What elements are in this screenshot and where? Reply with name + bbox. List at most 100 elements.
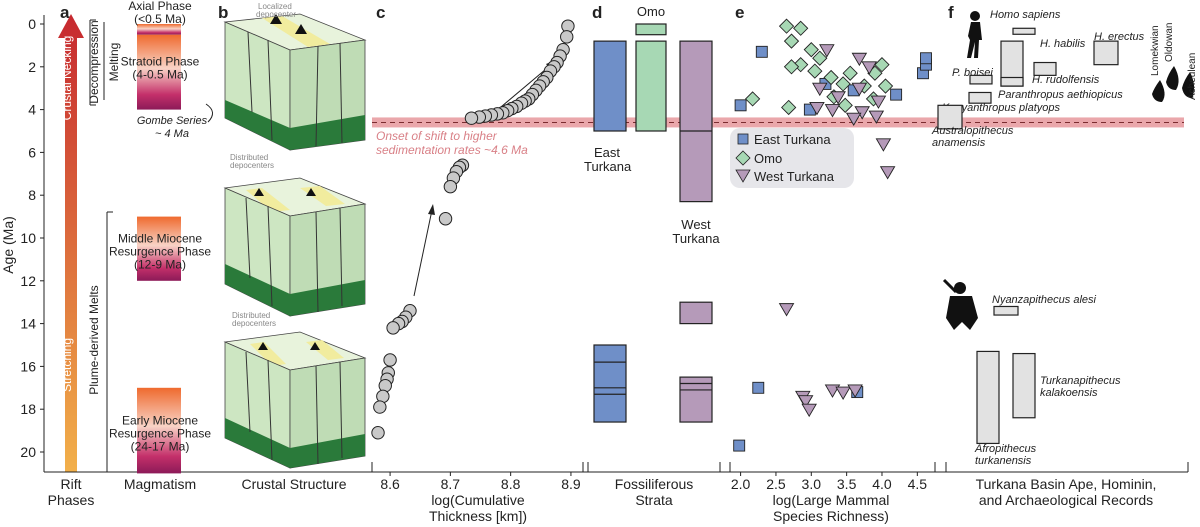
magma-phase-label: Axial Phase [128, 0, 192, 13]
legend-west-label: West Turkana [754, 169, 835, 184]
c-x-tick-label: 8.7 [441, 476, 461, 492]
y-tick-label: 10 [20, 230, 36, 246]
omo-label: Omo [637, 4, 665, 19]
c-x-tick-label: 8.9 [561, 476, 581, 492]
west-turkana-point [819, 44, 835, 58]
thickness-point [386, 321, 400, 335]
taxon-label: Australopithecus [931, 125, 1014, 137]
magma-phase-label: (12-9 Ma) [134, 258, 186, 272]
thickness-point [438, 212, 453, 226]
y-tick-label: 6 [28, 144, 36, 160]
west-turkana-point [824, 384, 841, 398]
taxon-label: Turkanapithecus [1040, 375, 1121, 387]
thickness-point [560, 30, 574, 44]
omo-point [877, 78, 894, 94]
omo-point [812, 50, 828, 66]
magma-phase-label: (<0.5 Ma) [134, 12, 186, 26]
west-turkana-point [824, 104, 841, 118]
west-turkana-point [778, 303, 795, 317]
crustal-block-bottom [223, 331, 367, 469]
omo-point [823, 69, 839, 86]
magmatism-column: Axial Phase(<0.5 Ma)Stratoid Phase(4-0.5… [87, 0, 213, 492]
e-x-tick-label: 2.0 [731, 476, 751, 492]
panel-c-xlabel-1: log(Cumulative [431, 492, 525, 508]
west-turkana-point [845, 112, 862, 127]
taxon-range-box [937, 104, 963, 130]
west-turkana-label-2: Turkana [672, 231, 720, 246]
west-turkana-point [830, 91, 846, 105]
y-axis-label: Age (Ma) [0, 216, 16, 274]
strata-bar-east [593, 344, 627, 423]
legend-west-swatch [735, 169, 751, 183]
crustal-block-top [223, 13, 367, 151]
omo-point [835, 76, 851, 92]
panel-f-xlabel-1: Turkana Basin Ape, Hominin, [976, 476, 1157, 492]
taxon-range-box [1093, 40, 1119, 66]
omo-point [874, 57, 890, 73]
strata-bar-west [679, 376, 713, 423]
omo-point [807, 63, 823, 79]
e-x-tick-label: 4.5 [908, 476, 928, 492]
onset-band-group: Onset of shift to higher sedimentation r… [372, 117, 1184, 157]
magma-phase-bar [137, 216, 181, 281]
taxon-label: Paranthropus aethiopicus [998, 89, 1123, 101]
e-x-tick-label: 3.5 [837, 476, 857, 492]
magma-labels: Axial Phase(<0.5 Ma)Stratoid Phase(4-0.5… [109, 0, 211, 454]
panel-d-xlabel-1: Fossiliferous [615, 476, 694, 492]
west-turkana-point [809, 102, 825, 116]
necking-label: Crustal Necking [60, 36, 74, 121]
west-turkana-point [851, 52, 868, 67]
east-turkana-point [734, 99, 747, 112]
magma-phase-label: (24-17 Ma) [131, 440, 190, 454]
stretching-label: Stretching [60, 338, 74, 392]
panel-d-letter: d [592, 3, 602, 22]
taxon-label: H. erectus [1094, 31, 1145, 43]
panel-e-xlabel-1: log(Large Mammal [773, 492, 890, 508]
taxon-label: kalakoensis [1040, 387, 1098, 399]
east-turkana-label-1: East [594, 145, 620, 160]
taxon-label: turkanensis [975, 455, 1032, 467]
omo-point [744, 91, 761, 107]
panel-c-letter: c [376, 3, 385, 22]
plume-label: Plume-derived Melts [87, 285, 101, 394]
omo-point [783, 59, 800, 75]
e-x-tick-label: 3.0 [802, 476, 822, 492]
taxon-label: H. rudolfensis [1032, 74, 1100, 86]
taxon-range-box [1000, 76, 1024, 87]
y-tick-label: 14 [20, 316, 36, 332]
panel-a-letter: a [60, 3, 70, 22]
block-middle-label-2: depocenters [230, 161, 274, 170]
taxon-label: anamensis [932, 137, 986, 149]
block-bottom-label-1: Distributed [232, 311, 270, 320]
y-tick-label: 8 [28, 187, 36, 203]
omo-point [842, 65, 858, 81]
magma-phase-label: Stratoid Phase [121, 55, 200, 69]
magma-phase-label: Resurgence Phase [109, 427, 211, 441]
gombe-arrow [205, 103, 213, 123]
east-turkana-label-2: Turkana [584, 159, 632, 174]
panel-e-letter: e [735, 3, 744, 22]
panel-d-xlabel-2: Strata [635, 492, 673, 508]
taxon-label: Kenyanthropus platyops [942, 102, 1061, 114]
legend-box [730, 128, 854, 188]
east-turkana-point [755, 45, 768, 58]
ape-silhouette-icon [942, 278, 978, 330]
panel-e-points [733, 18, 932, 452]
trend-arrow-lower-head [428, 204, 435, 215]
panel-b: b Localized depocenter [218, 2, 367, 492]
y-tick-label: 12 [20, 273, 36, 289]
west-turkana-point [875, 138, 892, 152]
magma-phase-bar [137, 387, 181, 474]
taxon-label: H. habilis [1040, 38, 1086, 50]
c-x-tick-label: 8.6 [380, 476, 400, 492]
y-tick-label: 20 [20, 444, 36, 460]
rift-phases-arrow [58, 14, 84, 472]
strata-bar-east [593, 40, 627, 132]
omo-point [783, 33, 800, 49]
trend-arrow-lower [413, 209, 433, 297]
thickness-point [371, 426, 385, 440]
gombe-label-1: Gombe Series [137, 115, 208, 127]
e-x-tick-label: 2.5 [766, 476, 786, 492]
